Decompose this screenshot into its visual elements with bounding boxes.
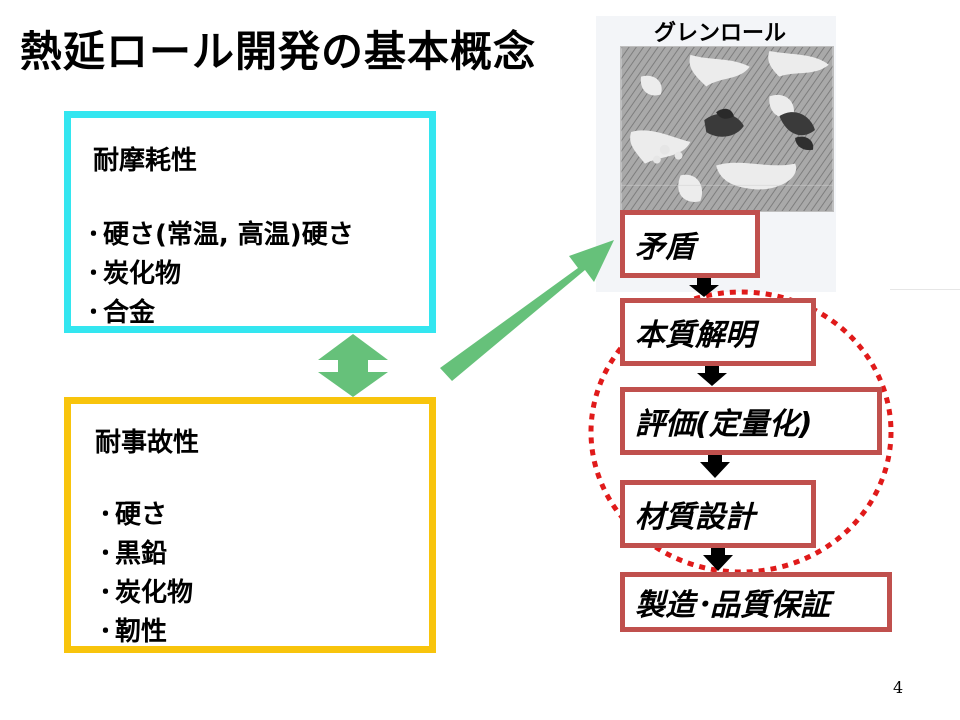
list-item: ･硬さ — [99, 500, 168, 530]
list-item: ･合金 — [87, 298, 156, 328]
step-arrow-icon — [700, 455, 730, 478]
list-item: ･炭化物 — [87, 259, 182, 289]
step-manufacturing-qa: 製造･品質保証 — [620, 572, 892, 632]
list-item: ･黒鉛 — [99, 539, 168, 569]
divider-line — [890, 289, 960, 290]
wear-resistance-list: ･硬さ(常温, 高温)硬さ ･炭化物 ･合金 — [87, 216, 354, 333]
step-essence-clarification: 本質解明 — [620, 298, 816, 366]
list-item: ･靭性 — [99, 617, 168, 647]
step-material-design: 材質設計 — [620, 480, 816, 548]
step-arrow-icon — [703, 548, 733, 571]
page-number: 4 — [893, 678, 904, 697]
double-arrow-icon — [318, 334, 388, 397]
accident-resistance-box: 耐事故性 ･硬さ ･黒鉛 ･炭化物 ･靭性 — [64, 397, 436, 653]
accident-resistance-list: ･硬さ ･黒鉛 ･炭化物 ･靭性 — [99, 496, 193, 652]
list-item: ･炭化物 — [99, 578, 194, 608]
dashed-circle — [588, 289, 894, 575]
microstructure-photo — [620, 46, 834, 212]
wear-resistance-heading: 耐摩耗性 — [93, 146, 198, 176]
wear-resistance-box: 耐摩耗性 ･硬さ(常温, 高温)硬さ ･炭化物 ･合金 — [64, 111, 436, 333]
step-arrow-icon — [689, 278, 719, 297]
step-arrow-icon — [697, 366, 727, 386]
step-evaluation: 評価(定量化) — [620, 387, 882, 455]
diagonal-arrow-icon — [440, 240, 614, 381]
photo-label: グレンロール — [654, 21, 787, 46]
step-contradiction: 矛盾 — [620, 210, 760, 278]
slide-title: 熱延ロール開発の基本概念 — [20, 27, 537, 76]
accident-resistance-heading: 耐事故性 — [95, 428, 200, 458]
list-item: ･硬さ(常温, 高温)硬さ — [87, 220, 354, 250]
